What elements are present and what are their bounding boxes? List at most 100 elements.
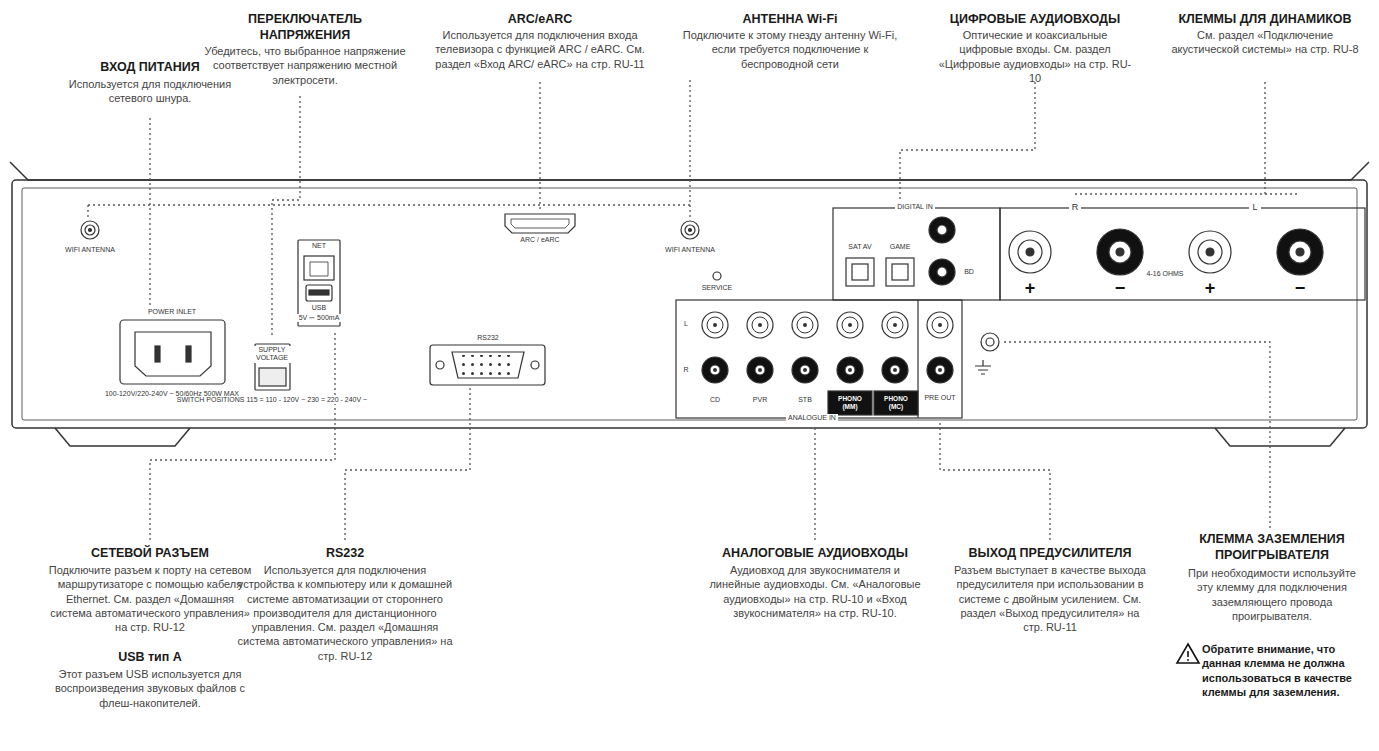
panel-drawing xyxy=(1206,248,1214,256)
panel-drawing xyxy=(1018,240,1042,264)
panel-drawing xyxy=(890,365,900,375)
port-label: USB xyxy=(310,304,328,312)
port-label: GAME xyxy=(888,243,913,251)
panel-drawing xyxy=(886,258,914,286)
callout-heading: АНТЕННА Wi-Fi xyxy=(690,12,890,28)
panel-drawing xyxy=(927,357,953,383)
port-label: ARC / eARC xyxy=(518,236,561,244)
panel-drawing xyxy=(155,346,160,362)
polarity-sign: + xyxy=(1200,279,1220,297)
callout-text: См. раздел «Подключение акустической сис… xyxy=(1170,28,1360,57)
panel-drawing xyxy=(1009,231,1051,273)
callout-text: Используется для подключения устройства … xyxy=(238,563,453,663)
panel-drawing xyxy=(846,258,874,286)
port-label: PHONO (MM) xyxy=(830,395,870,411)
port-label: STB xyxy=(796,396,814,404)
section-label: ANALOGUE IN xyxy=(786,414,838,422)
panel-drawing xyxy=(531,361,539,369)
panel-drawing xyxy=(747,357,773,383)
callout-text: Используется для подключения входа телев… xyxy=(433,28,648,71)
panel-drawing xyxy=(1296,248,1304,256)
panel-drawing xyxy=(892,264,908,280)
panel-drawing xyxy=(676,300,962,418)
callout-text: Оптические и коаксиальные цифровые входы… xyxy=(935,28,1135,85)
panel-drawing xyxy=(975,360,991,374)
panel-drawing xyxy=(900,82,1035,200)
panel-drawing xyxy=(874,391,918,415)
port-label: SERVICE xyxy=(700,284,735,292)
panel-drawing xyxy=(752,317,768,333)
rating-label: 5V ⎓ 500mA xyxy=(295,314,343,322)
panel-drawing xyxy=(1289,241,1311,263)
panel-drawing xyxy=(848,323,852,327)
polarity-sign: + xyxy=(1020,279,1040,297)
port-label: WIFI ANTENNA xyxy=(663,246,717,254)
panel-drawing xyxy=(505,214,575,233)
panel-drawing xyxy=(758,368,762,372)
panel-drawing xyxy=(713,272,721,280)
panel-drawing xyxy=(882,312,908,338)
panel-drawing xyxy=(937,267,947,277)
panel-drawing xyxy=(81,221,99,239)
panel-drawing xyxy=(1097,229,1143,275)
panel-drawing xyxy=(304,256,334,280)
panel-drawing xyxy=(85,225,95,235)
panel-drawing xyxy=(713,368,717,372)
panel-drawing xyxy=(186,346,191,362)
port-label: PVR xyxy=(751,396,769,404)
callout-heading: ЦИФРОВЫЕ АУДИОВХОДЫ xyxy=(930,12,1140,28)
panel-drawing xyxy=(259,368,286,386)
callout-text: Аудиовход для звукоснимателя и линейные … xyxy=(705,563,925,620)
panel-drawing xyxy=(539,82,540,211)
leader-lines xyxy=(88,80,1300,540)
panel-drawing xyxy=(511,219,569,228)
callout-heading: ПЕРЕКЛЮЧАТЕЛЬ НАПРЯЖЕНИЯ xyxy=(205,12,405,43)
port-label: NET xyxy=(310,242,328,250)
panel-drawing xyxy=(893,368,897,372)
panel-drawing xyxy=(927,312,953,338)
panel-drawing xyxy=(893,323,897,327)
panel-drawing xyxy=(149,118,150,306)
port-label: SUPPLY VOLTAGE xyxy=(250,346,294,363)
panel-drawing xyxy=(309,290,329,295)
panel-drawing xyxy=(1187,659,1189,661)
callout-text: Этот разъем USB используется для воспрои… xyxy=(53,667,248,710)
switch-label: SWITCH POSITIONS 115 = 110 - 120V ~ 230 … xyxy=(175,396,369,404)
panel-drawing xyxy=(1177,644,1199,663)
warning-note: Обратите внимание, что данная клемма не … xyxy=(1202,642,1372,699)
callout-heading: RS232 xyxy=(245,546,445,562)
panel-drawing xyxy=(755,365,765,375)
port-label: POWER INLET xyxy=(146,308,198,316)
panel-drawing xyxy=(852,264,868,280)
warning-icon xyxy=(1177,644,1199,663)
port-label: WIFI ANTENNA xyxy=(63,246,117,254)
panel-drawing xyxy=(1026,248,1034,256)
panel-drawing xyxy=(803,368,807,372)
panel-drawing xyxy=(452,352,524,378)
port-label: BD xyxy=(962,268,976,276)
panel-drawing xyxy=(1187,651,1189,657)
panel-drawing xyxy=(935,365,945,375)
panel-drawing xyxy=(887,317,903,333)
panel-drawing xyxy=(758,323,762,327)
panel-drawing xyxy=(436,361,444,369)
panel-drawing xyxy=(1000,208,1365,300)
impedance-label: 4-16 OHMS xyxy=(1145,270,1186,278)
polarity-sign: − xyxy=(1110,279,1130,297)
callout-text: Подключите разъем к порту на сетевом мар… xyxy=(48,563,253,634)
panel-drawing xyxy=(814,426,815,540)
port-label: SAT AV xyxy=(846,243,873,251)
callout-heading: КЛЕММЫ ДЛЯ ДИНАМИКОВ xyxy=(1160,12,1370,28)
callout-text: Разъем выступает в качестве выхода преду… xyxy=(950,563,1150,634)
panel-drawing xyxy=(1075,82,1300,194)
rca-jacks xyxy=(702,312,953,383)
callout-text: Убедитесь, что выбранное напряжение соот… xyxy=(203,44,408,87)
port-label: PRE OUT xyxy=(922,394,957,402)
panel-drawing xyxy=(310,262,328,276)
panel-drawing xyxy=(150,330,335,540)
panel-drawing xyxy=(929,259,955,285)
panel-drawing xyxy=(1109,241,1131,263)
panel-drawing xyxy=(845,365,855,375)
channel-label: L xyxy=(1249,202,1260,212)
